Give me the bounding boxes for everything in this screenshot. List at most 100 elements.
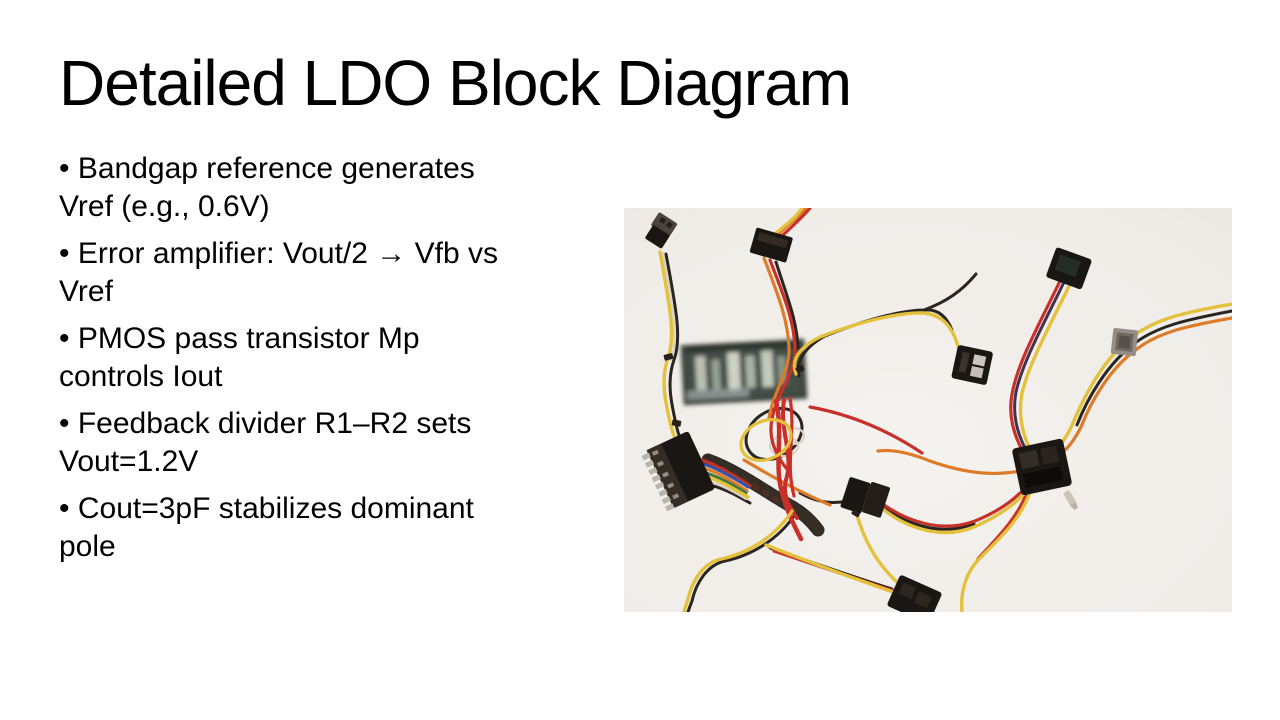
wire	[701, 466, 749, 493]
bullet-line: Vout=1.2V	[59, 445, 199, 478]
connector-body	[840, 477, 871, 514]
wire-loop	[739, 418, 793, 462]
wire	[1018, 278, 1074, 451]
connector-top-left	[645, 212, 677, 249]
bullet-item: • Error amplifier: Vout/2 → Vfb vs Vref	[59, 235, 619, 311]
bullet-item: • Feedback divider R1–R2 sets Vout=1.2V	[59, 405, 619, 481]
wire	[959, 493, 1031, 612]
wire	[788, 396, 796, 498]
wire	[774, 260, 800, 350]
connector-sata	[749, 227, 793, 263]
wire	[686, 511, 798, 612]
sleeve-path	[701, 453, 825, 537]
connector-cavity	[1018, 449, 1040, 470]
connector-socket	[969, 366, 984, 379]
bullet-line: • Error amplifier: Vout/2 → Vfb vs	[59, 237, 498, 270]
connector-pin	[654, 481, 665, 490]
connector-cavity	[1040, 445, 1060, 465]
connector-body	[862, 482, 890, 518]
connector-pin-hole	[659, 217, 667, 225]
connector-pin	[665, 503, 675, 512]
pcb-component	[760, 350, 774, 388]
connector-pin	[644, 459, 655, 468]
bullet-line: • Bandgap reference generates	[59, 152, 475, 185]
crimp-terminal	[1063, 490, 1079, 511]
cable-tie	[663, 353, 674, 361]
connector-atx-24pin	[641, 431, 715, 512]
bullet-item: • PMOS pass transistor Mp controls Iout	[59, 320, 619, 396]
terminal-body	[1063, 490, 1077, 508]
clip-slot	[1118, 335, 1131, 349]
connector-pin	[661, 496, 672, 505]
wire	[768, 258, 797, 470]
connector-pin	[656, 460, 665, 467]
connector-socket	[972, 354, 987, 367]
wire	[855, 513, 900, 585]
cable-clip	[1110, 328, 1139, 357]
pcb-component	[745, 355, 756, 388]
wire	[682, 509, 794, 612]
wire	[1051, 302, 1232, 453]
pcb-component	[726, 352, 741, 391]
bullet-line: pole	[59, 530, 116, 563]
cable-harness-photo	[624, 208, 1232, 612]
connectors	[641, 212, 1139, 612]
connector-top-right	[1046, 247, 1092, 290]
bullet-line: Vref (e.g., 0.6V)	[59, 190, 270, 223]
wire	[742, 458, 832, 507]
bullet-line: • Cout=3pF stabilizes dominant	[59, 492, 474, 525]
wire	[1009, 279, 1062, 452]
wire	[875, 500, 976, 531]
wire	[1060, 316, 1232, 455]
cable-tie	[851, 509, 861, 518]
wire	[876, 448, 1022, 475]
connector-body	[645, 225, 670, 249]
wire	[701, 462, 750, 489]
connector-pin	[658, 488, 668, 497]
connector-body	[951, 345, 993, 385]
wire	[922, 272, 978, 312]
connector-pin	[672, 493, 680, 500]
connector-pin	[667, 482, 675, 489]
connector-pin	[641, 452, 651, 461]
connector-center	[840, 477, 890, 518]
wire	[1013, 278, 1067, 450]
bullet-line: controls Iout	[59, 360, 223, 393]
wire	[700, 458, 752, 488]
wire	[775, 208, 808, 238]
connector-molex	[1012, 438, 1072, 496]
orange-wires	[701, 208, 1232, 507]
cable-tie	[795, 364, 805, 374]
connector-pin	[661, 471, 670, 478]
bullet-item: • Cout=3pF stabilizes dominant pole	[59, 490, 619, 566]
connector-pin	[651, 449, 659, 456]
photo-vignette	[624, 208, 1232, 612]
terminal-tip	[1070, 502, 1079, 511]
connector-pin	[651, 474, 661, 483]
bullet-line: • Feedback divider R1–R2 sets	[59, 407, 472, 440]
connector-housing	[651, 212, 677, 237]
connector-pin-hole	[665, 221, 673, 229]
connector-slot	[757, 232, 789, 249]
wire	[808, 405, 924, 455]
connector-pcie	[951, 345, 993, 385]
bullet-line: Vref	[59, 275, 113, 308]
wire	[772, 208, 804, 237]
wire	[661, 251, 676, 362]
wire	[762, 256, 791, 420]
pcb-solder-band	[686, 387, 750, 401]
wire	[876, 494, 1024, 535]
pcb-component	[695, 356, 707, 391]
purple-wires	[1013, 278, 1067, 450]
bullet-line: • PMOS pass transistor Mp	[59, 322, 420, 355]
connector-cavity	[914, 591, 932, 609]
wire	[773, 398, 804, 542]
pcb-edge	[686, 341, 799, 353]
connector-face	[1054, 254, 1081, 278]
connector-bottom	[887, 575, 942, 612]
connector-pin	[648, 467, 658, 476]
connector-cavity	[1023, 466, 1064, 488]
sleeve-texture	[702, 454, 824, 536]
cable-harness-illustration	[624, 208, 1232, 612]
